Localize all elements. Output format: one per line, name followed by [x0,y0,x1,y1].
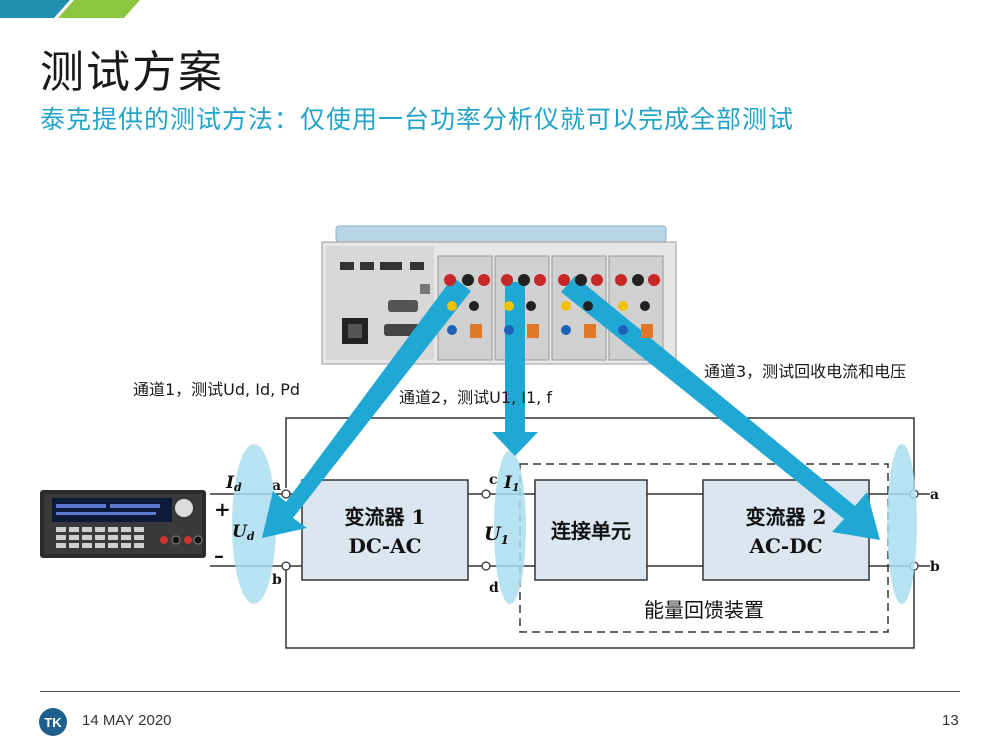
svg-text:Ud: Ud [232,522,255,543]
node-d: d [489,580,499,596]
keypad-key [82,527,92,532]
keypad-key [108,543,118,548]
keypad-key [69,543,79,548]
i1-subscript: 1 [512,481,520,494]
keypad-key [134,543,144,548]
id-subscript: d [234,481,242,494]
channel2-label: 通道2，测试U1, I1, f [399,388,552,407]
ellipse-channel2 [494,450,526,604]
u1-symbol: U [484,523,502,545]
company-logo: TK [39,708,67,736]
keypad-key [82,543,92,548]
arrow-channel2 [492,282,538,456]
node-a-right: a [930,487,939,503]
keypad-key [108,535,118,540]
node-c: c [489,472,498,488]
keypad-key [121,535,131,540]
keypad-key [82,535,92,540]
page-subtitle: 泰克提供的测试方法：仅使用一台功率分析仪就可以完成全部测试 [40,105,795,134]
arrow-channel1 [262,277,471,538]
keypad-key [56,535,66,540]
keypad-key [95,535,105,540]
logo-text: TK [44,715,62,730]
converter1-label: 变流器 1 [345,505,426,529]
footer-divider [40,691,960,692]
footer-date: 14 MAY 2020 [82,712,172,729]
converter2-type: AC-DC [749,534,823,558]
keypad-key [95,527,105,532]
plus-sign: + [214,497,231,521]
converter1-type: DC-AC [349,534,422,558]
link-unit-label: 连接单元 [551,519,631,543]
u1-subscript: 1 [501,533,509,547]
keypad-key [95,543,105,548]
svg-text:Id: Id [225,473,242,494]
keypad-key [56,527,66,532]
converter1-block [301,479,469,581]
svg-text:I1: I1 [503,473,520,494]
feedback-device-label: 能量回馈装置 [644,598,764,622]
keypad-key [69,527,79,532]
node-b-left: b [272,572,282,588]
i1-symbol: I [503,473,513,493]
arrows [262,276,880,540]
svg-text:U1: U1 [484,523,509,547]
power-analyzer-image [321,225,677,365]
keypad-key [69,535,79,540]
analyzer-jacks [444,274,660,338]
id-symbol: I [225,473,235,493]
dc-power-supply-image [40,490,206,558]
ellipse-channel1 [232,444,276,604]
ud-symbol: U [232,522,248,542]
keypad-key [134,527,144,532]
keypad-key [108,527,118,532]
link-unit-block [534,479,648,581]
page-number: 13 [942,712,959,729]
arrow-channel3 [561,276,880,540]
channel1-label: 通道1，测试Ud, Id, Pd [133,380,301,399]
keypad-key [56,543,66,548]
node-a-left: a [272,478,281,494]
minus-sign: – [214,543,224,567]
converter2-label: 变流器 2 [746,505,827,529]
channel3-label: 通道3，测试回收电流和电压 [704,362,907,381]
keypad-key [134,535,144,540]
ellipse-channel3 [887,444,917,604]
node-b-right: b [930,559,940,575]
page-title: 测试方案 [40,47,224,98]
ud-subscript: d [247,530,255,543]
corner-decoration [0,0,140,18]
keypad-key [121,543,131,548]
keypad-key [121,527,131,532]
